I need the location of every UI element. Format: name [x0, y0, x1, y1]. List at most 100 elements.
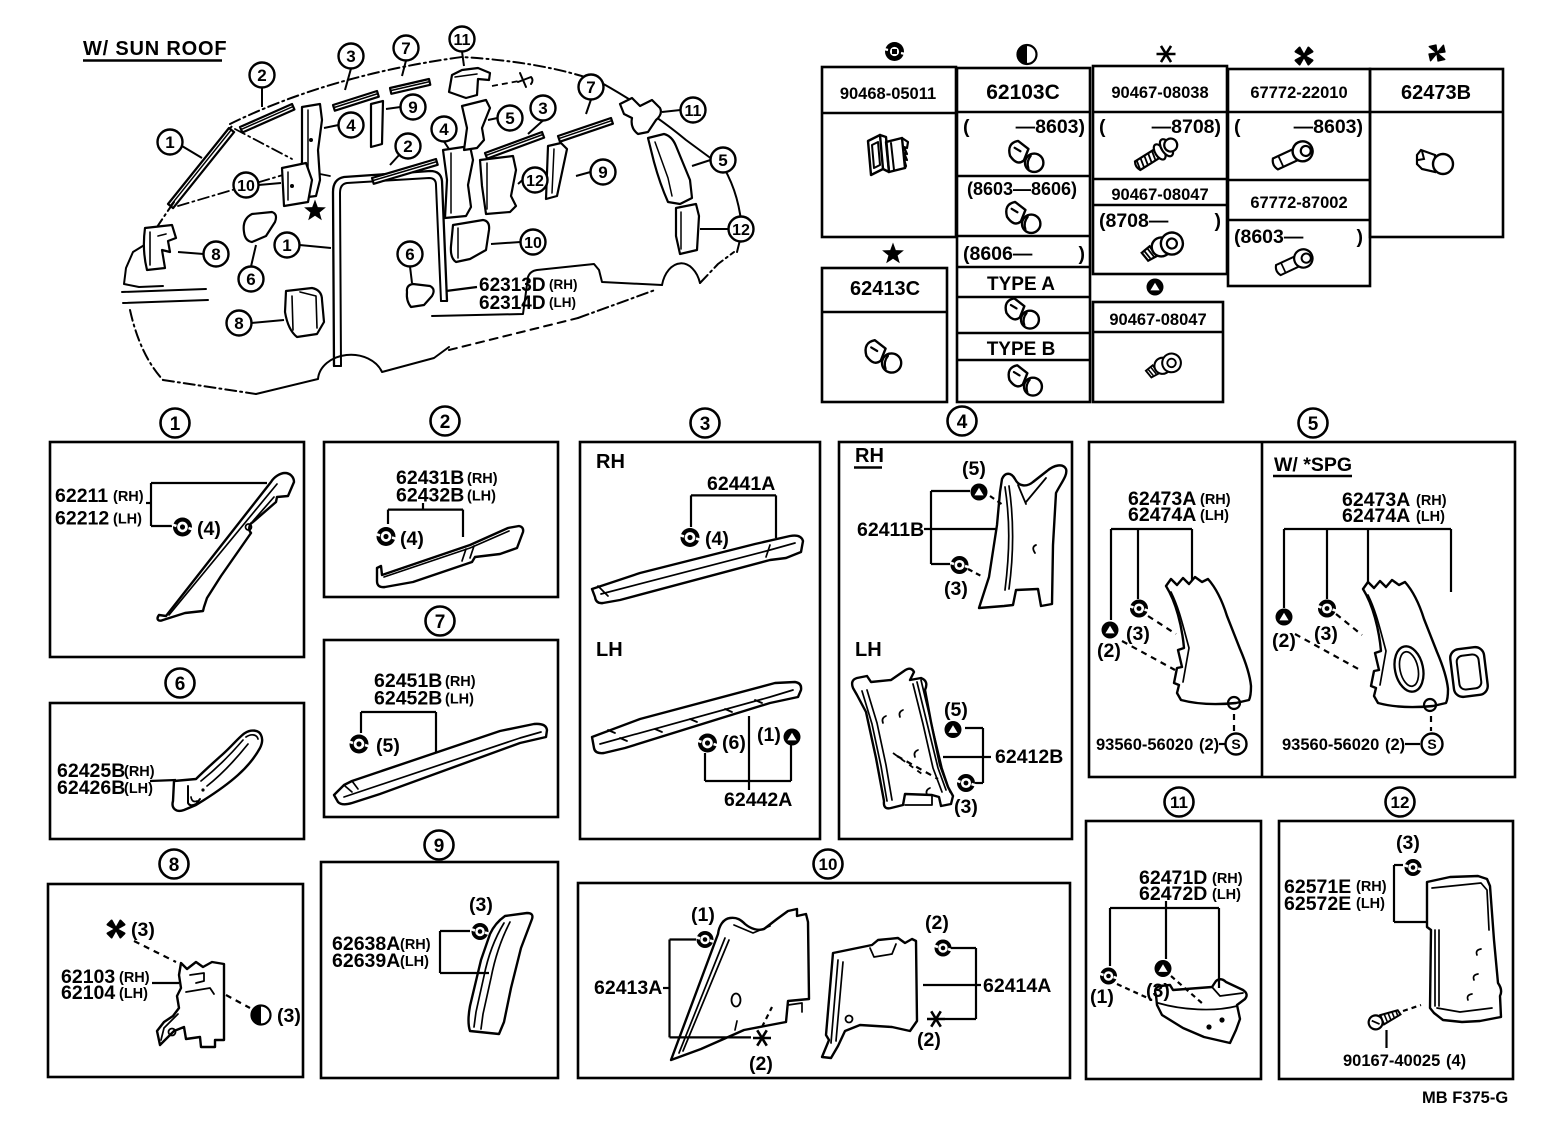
svg-text:3: 3: [538, 99, 547, 118]
svg-text:62103: 62103: [61, 966, 115, 988]
svg-text:(RH): (RH): [445, 674, 476, 690]
svg-text:62474A: 62474A: [1128, 504, 1196, 526]
svg-text:(LH): (LH): [119, 986, 148, 1002]
svg-text:1: 1: [282, 236, 291, 255]
svg-text:12: 12: [732, 222, 750, 239]
svg-text:(LH): (LH): [113, 512, 142, 528]
svg-text:90468-05011: 90468-05011: [840, 85, 936, 103]
svg-text:7: 7: [586, 78, 595, 97]
svg-text:(RH): (RH): [124, 764, 155, 780]
svg-text:62471D: 62471D: [1139, 867, 1207, 889]
svg-text:(RH): (RH): [1212, 871, 1243, 887]
svg-text:(8606—: (8606—: [963, 243, 1033, 265]
svg-text:RH: RH: [855, 445, 884, 467]
svg-text:62431B: 62431B: [396, 467, 464, 489]
svg-text:(RH): (RH): [1200, 492, 1231, 508]
svg-text:(LH): (LH): [445, 692, 474, 708]
svg-text:12: 12: [526, 173, 544, 190]
svg-text:): ): [1079, 243, 1086, 265]
svg-text:90467-08047: 90467-08047: [1109, 311, 1206, 329]
svg-text:1: 1: [165, 133, 174, 152]
svg-text:(1): (1): [757, 724, 781, 746]
svg-text:(LH): (LH): [1200, 508, 1229, 524]
svg-text:67772-87002: 67772-87002: [1250, 194, 1347, 212]
svg-text:6: 6: [175, 674, 186, 695]
svg-text:(2): (2): [1385, 736, 1405, 754]
svg-text:2: 2: [403, 137, 412, 156]
svg-text:62442A: 62442A: [724, 789, 792, 811]
svg-text:62452B: 62452B: [374, 688, 442, 710]
svg-text:(LH): (LH): [467, 489, 496, 505]
svg-text:(4): (4): [197, 518, 221, 540]
svg-text:5: 5: [1308, 414, 1319, 435]
svg-text:11: 11: [454, 32, 471, 49]
svg-text:(8603—: (8603—: [1234, 226, 1304, 248]
svg-text:90167-40025: 90167-40025: [1343, 1052, 1440, 1070]
svg-text:62414A: 62414A: [983, 975, 1051, 997]
svg-text:10: 10: [524, 235, 542, 252]
svg-text:(LH): (LH): [549, 295, 576, 310]
svg-text:(3): (3): [469, 894, 493, 916]
svg-text:(5): (5): [944, 699, 968, 721]
svg-text:(2): (2): [917, 1029, 941, 1051]
svg-text:9: 9: [598, 163, 607, 182]
svg-text:(LH): (LH): [1212, 887, 1241, 903]
svg-text:62212: 62212: [55, 508, 109, 530]
svg-text:62314D: 62314D: [479, 293, 546, 314]
svg-text:(: (: [1234, 116, 1241, 138]
svg-text:62413A: 62413A: [594, 977, 662, 999]
svg-text:93560-56020: 93560-56020: [1096, 736, 1193, 754]
svg-text:(RH): (RH): [113, 489, 144, 505]
svg-text:6: 6: [246, 270, 255, 289]
svg-text:(3): (3): [944, 578, 968, 600]
svg-text:(LH): (LH): [1356, 896, 1385, 912]
svg-text:): ): [1357, 226, 1364, 248]
svg-text:(6): (6): [722, 732, 746, 754]
svg-text:(1): (1): [691, 904, 715, 926]
svg-text:(3): (3): [131, 919, 155, 941]
svg-text:7: 7: [435, 612, 446, 633]
svg-text:2: 2: [440, 412, 451, 433]
svg-text:62572E: 62572E: [1284, 893, 1351, 915]
svg-text:LH: LH: [596, 639, 623, 661]
svg-text:62432B: 62432B: [396, 485, 464, 507]
svg-text:62426B: 62426B: [57, 777, 125, 799]
svg-text:(3): (3): [1314, 623, 1338, 645]
svg-text:S: S: [1427, 736, 1436, 752]
svg-text:TYPE A: TYPE A: [987, 274, 1055, 295]
svg-text:(1): (1): [1090, 986, 1114, 1008]
svg-text:MB F375-G: MB F375-G: [1422, 1089, 1508, 1107]
svg-text:(LH): (LH): [124, 781, 153, 797]
svg-text:8: 8: [169, 855, 180, 876]
svg-text:11: 11: [1170, 793, 1188, 812]
svg-text:1: 1: [170, 414, 181, 435]
svg-text:62472D: 62472D: [1139, 883, 1207, 905]
svg-text:(RH): (RH): [467, 471, 498, 487]
svg-text:(2): (2): [1199, 736, 1219, 754]
svg-text:(RH): (RH): [1356, 879, 1387, 895]
svg-text:): ): [1215, 210, 1222, 232]
svg-text:4: 4: [957, 412, 968, 433]
svg-text:93560-56020: 93560-56020: [1282, 736, 1379, 754]
svg-text:62425B: 62425B: [57, 760, 125, 782]
svg-text:62473A: 62473A: [1342, 489, 1410, 511]
svg-text:4: 4: [439, 120, 449, 139]
svg-text:(3): (3): [277, 1005, 301, 1027]
svg-text:W/ *SPG: W/ *SPG: [1274, 454, 1352, 476]
svg-text:(: (: [1099, 116, 1106, 138]
svg-text:12: 12: [1391, 793, 1410, 812]
svg-text:(2): (2): [1272, 630, 1296, 652]
svg-text:W/ SUN ROOF: W/ SUN ROOF: [83, 38, 227, 60]
svg-text:67772-22010: 67772-22010: [1250, 84, 1347, 102]
svg-text:5: 5: [505, 109, 514, 128]
svg-text:62411B: 62411B: [857, 519, 924, 541]
svg-text:10: 10: [819, 855, 838, 874]
svg-text:62639A: 62639A: [332, 950, 400, 972]
svg-text:6: 6: [405, 245, 414, 264]
svg-text:(: (: [963, 116, 970, 138]
svg-text:62474A: 62474A: [1342, 505, 1410, 527]
svg-text:11: 11: [685, 103, 702, 120]
svg-text:(5): (5): [962, 458, 986, 480]
svg-text:LH: LH: [855, 639, 882, 661]
svg-text:9: 9: [434, 836, 445, 857]
